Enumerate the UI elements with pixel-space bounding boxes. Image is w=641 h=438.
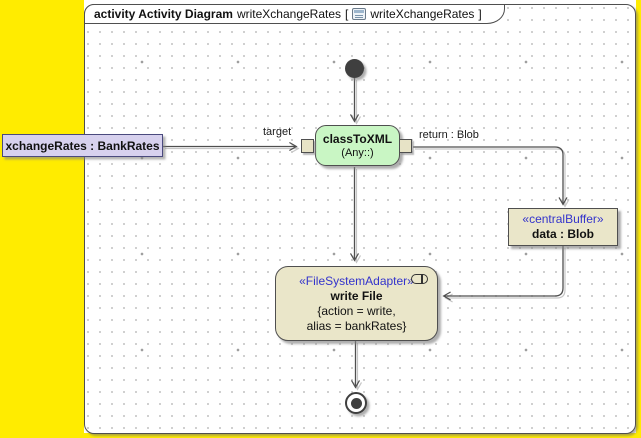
canvas-margin-left (0, 0, 84, 438)
central-buffer-stereotype: «centralBuffer» (522, 212, 604, 226)
activity-final-node[interactable] (345, 392, 367, 414)
flow-centralbuffer-to-writefile[interactable] (442, 246, 564, 301)
write-file-name: write File (330, 289, 383, 303)
central-buffer-node[interactable]: «centralBuffer» data : Blob (508, 208, 618, 246)
pin-label-return-blob: return : Blob (419, 129, 479, 141)
frame-bracket-close: ] (478, 6, 482, 21)
action-decoration-icon (411, 274, 428, 284)
pin-label-target: target (263, 126, 292, 138)
canvas-margin-right (636, 0, 641, 438)
output-pin-return[interactable] (399, 139, 412, 153)
frame-title-tab[interactable]: activity Activity Diagram writeXchangeRa… (84, 4, 505, 24)
canvas-margin-bottom (0, 433, 641, 438)
input-pin-target[interactable] (301, 139, 314, 153)
frame-context-name: writeXchangeRates (370, 6, 475, 21)
activity-final-node-dot (350, 397, 362, 409)
write-file-stereotype: «FileSystemAdapter» (299, 274, 414, 288)
frame-title-keyword: activity Activity Diagram (94, 6, 233, 21)
activity-diagram-icon (352, 7, 367, 20)
frame-diagram-name: writeXchangeRates (236, 6, 342, 21)
object-node-label: xchangeRates : BankRates (5, 138, 160, 153)
initial-node[interactable] (345, 59, 364, 78)
frame-bracket-open: [ (345, 6, 349, 21)
central-buffer-label: data : Blob (532, 227, 594, 241)
action-write-file[interactable]: «FileSystemAdapter» write File {action =… (275, 266, 438, 341)
action-classToXML-subtitle: (Any::) (341, 147, 374, 159)
write-file-tags-line1: {action = write, (317, 304, 396, 318)
flow-return-pin-to-centralbuffer[interactable] (413, 146, 568, 206)
action-classToXML-name: classToXML (322, 132, 393, 146)
object-node-xchangeRates[interactable]: xchangeRates : BankRates (2, 134, 163, 157)
write-file-tags-line2: alias = bankRates} (306, 319, 407, 333)
action-classToXML[interactable]: classToXML (Any::) (315, 125, 400, 166)
